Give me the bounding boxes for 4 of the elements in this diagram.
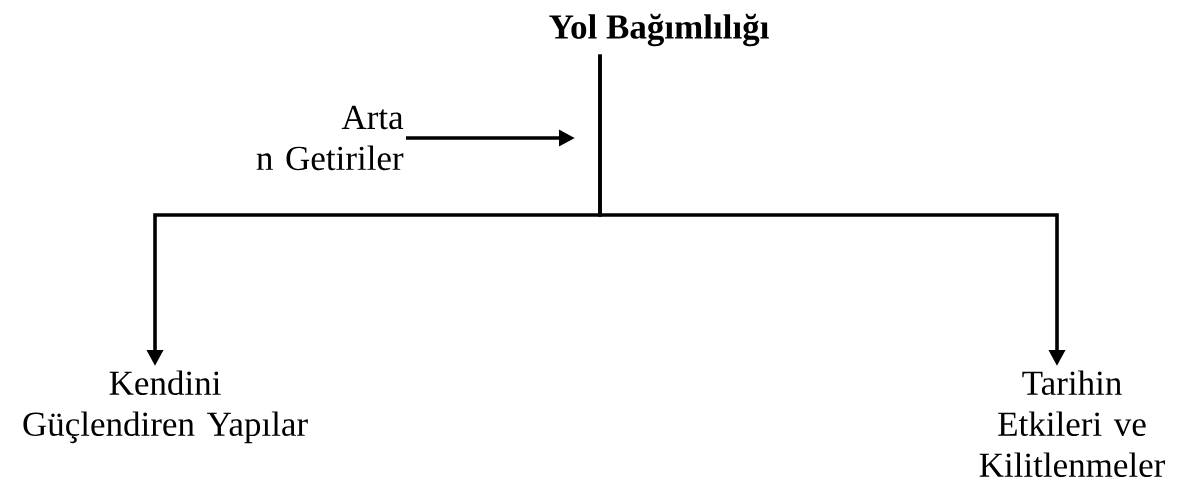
text-label: Arta n Getiriler: [256, 105, 404, 171]
text-label: Tarihin Etkileri ve Kilitlenmeler: [979, 370, 1166, 477]
heading: Yol Bağımlılığı: [549, 13, 769, 47]
text-label: Kendini Güçlendiren Yapılar: [23, 370, 308, 444]
